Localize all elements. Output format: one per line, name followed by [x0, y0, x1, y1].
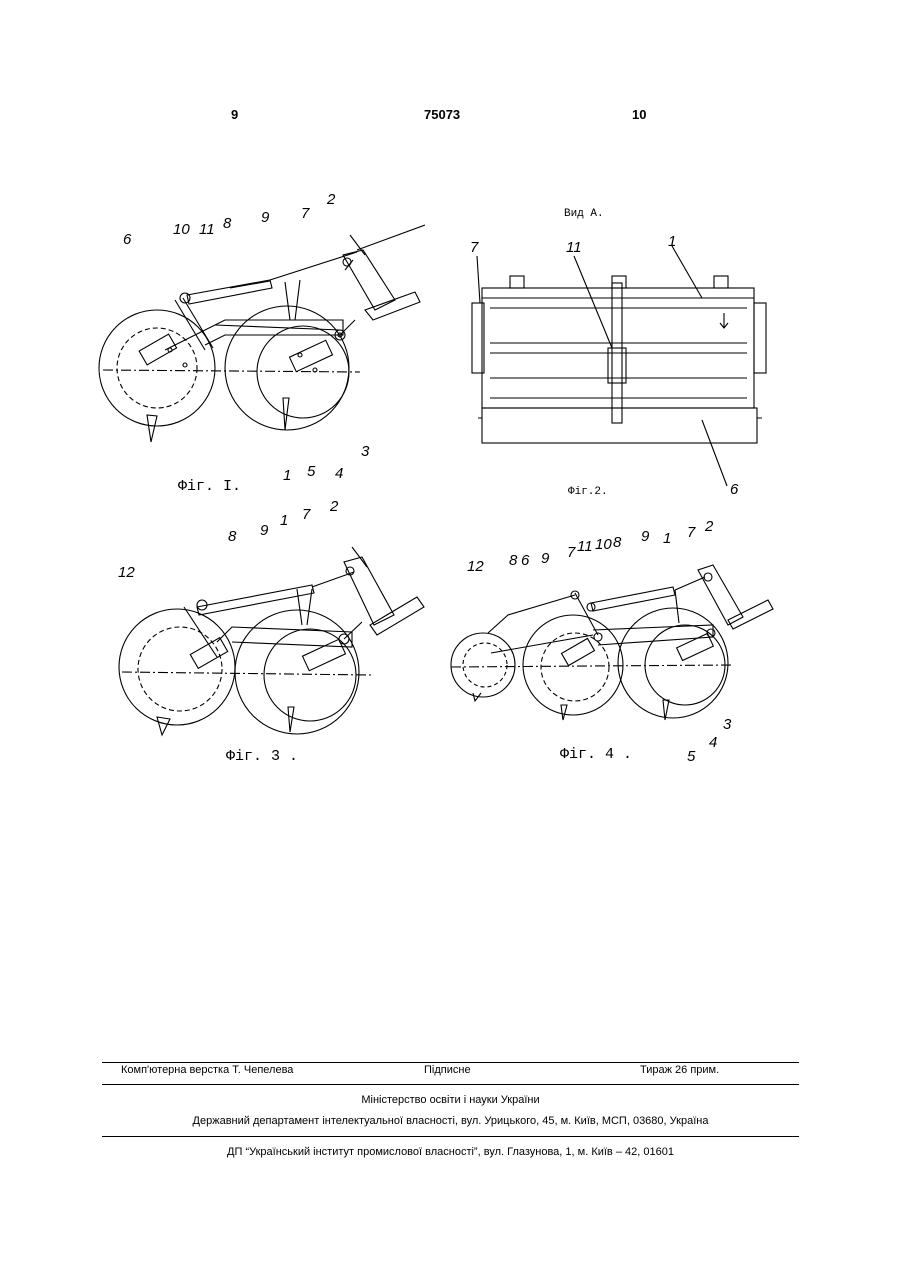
svg-text:6: 6 — [730, 481, 739, 498]
svg-text:Вид А.: Вид А. — [564, 208, 604, 220]
svg-text:6: 6 — [123, 231, 132, 248]
figure-3: 8 9 1 7 2 12 — [112, 497, 437, 742]
page-number-left: 9 — [231, 107, 238, 122]
svg-text:1: 1 — [668, 233, 676, 250]
svg-text:9: 9 — [541, 550, 550, 567]
figure-1: 6 10 11 8 9 7 2 1 5 4 3 — [95, 180, 425, 505]
page-number-right: 10 — [632, 107, 646, 122]
svg-text:3: 3 — [723, 716, 732, 733]
figure-2-caption: Фіг.2. — [568, 486, 608, 498]
svg-text:11: 11 — [199, 221, 215, 238]
svg-text:2: 2 — [329, 498, 339, 515]
svg-text:12: 12 — [467, 558, 484, 575]
footer-rule-middle — [102, 1084, 799, 1085]
patent-number: 75073 — [424, 107, 460, 122]
svg-text:8: 8 — [509, 552, 518, 569]
svg-text:7: 7 — [301, 205, 310, 222]
svg-text:10: 10 — [595, 536, 612, 553]
svg-text:2: 2 — [326, 191, 336, 208]
figure-1-caption: Фіг. I. — [178, 478, 241, 495]
svg-text:4: 4 — [335, 465, 343, 482]
footer-department: Державний департамент інтелектуальної вл… — [0, 1115, 901, 1127]
svg-text:1: 1 — [280, 512, 288, 529]
svg-text:1: 1 — [663, 530, 671, 547]
footer-rule-top — [102, 1062, 799, 1063]
svg-text:7: 7 — [567, 544, 576, 561]
svg-text:6: 6 — [521, 552, 530, 569]
footer-rule-bottom — [102, 1136, 799, 1137]
figure-4-caption: Фіг. 4 . — [560, 746, 632, 763]
svg-text:8: 8 — [228, 528, 237, 545]
svg-text:12: 12 — [118, 564, 135, 581]
svg-text:7: 7 — [687, 524, 696, 541]
svg-text:11: 11 — [577, 538, 593, 555]
svg-text:5: 5 — [687, 748, 696, 765]
footer-ministry: Міністерство освіти і науки України — [0, 1094, 901, 1106]
footer-layout-credit: Комп'ютерна верстка Т. Чепелева — [121, 1064, 293, 1076]
svg-text:10: 10 — [173, 221, 190, 238]
footer-circulation: Тираж 26 прим. — [640, 1064, 719, 1076]
figure-2: Вид А. 7 11 1 6 — [462, 198, 777, 498]
svg-text:3: 3 — [361, 443, 370, 460]
svg-text:7: 7 — [470, 239, 479, 256]
figure-3-caption: Фіг. 3 . — [226, 748, 298, 765]
svg-text:9: 9 — [261, 209, 270, 226]
svg-text:1: 1 — [283, 467, 291, 484]
svg-text:8: 8 — [613, 534, 622, 551]
svg-text:7: 7 — [302, 506, 311, 523]
svg-text:9: 9 — [260, 522, 269, 539]
svg-text:5: 5 — [307, 463, 316, 480]
footer-signed: Підписне — [424, 1064, 471, 1076]
footer-institute: ДП “Український інститут промислової вла… — [0, 1146, 901, 1158]
svg-text:8: 8 — [223, 215, 232, 232]
svg-text:2: 2 — [704, 518, 714, 535]
svg-text:11: 11 — [566, 239, 582, 256]
svg-text:9: 9 — [641, 528, 650, 545]
svg-text:4: 4 — [709, 734, 717, 751]
figure-4: 12 8 6 9 7 11 10 8 9 1 7 2 3 4 5 — [443, 515, 783, 765]
